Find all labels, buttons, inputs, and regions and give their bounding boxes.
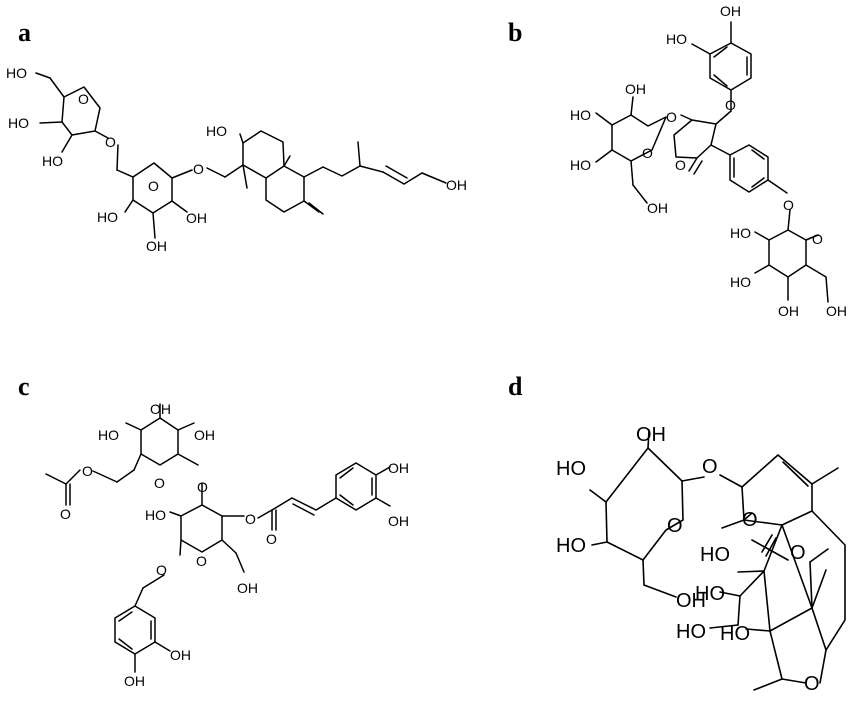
- label-oh: OH: [186, 210, 207, 226]
- label-ho: HO: [570, 157, 591, 173]
- label-o: O: [812, 231, 823, 247]
- label-ho: HO: [695, 583, 725, 605]
- label-ho: HO: [145, 507, 166, 523]
- molecule-b-bonds: [595, 21, 829, 303]
- label-oh: OH: [676, 590, 706, 612]
- label-ho: HO: [98, 427, 119, 443]
- label-o: O: [725, 97, 736, 113]
- label-ho: HO: [97, 209, 118, 225]
- label-o: O: [245, 511, 256, 527]
- label-o: O: [790, 542, 806, 564]
- label-o: O: [804, 673, 820, 695]
- label-o: O: [156, 562, 167, 578]
- panel-label-a: a: [18, 18, 31, 47]
- label-oh: OH: [388, 513, 409, 529]
- label-oh: OH: [124, 673, 145, 689]
- label-o: O: [154, 475, 165, 491]
- label-o: O: [666, 109, 677, 125]
- label-ho: HO: [8, 115, 29, 131]
- label-o: O: [60, 506, 71, 522]
- label-ho: HO: [676, 621, 706, 643]
- label-oh: OH: [194, 427, 215, 443]
- label-ho: HO: [206, 123, 227, 139]
- label-ho: HO: [556, 535, 586, 557]
- label-oh: OH: [625, 81, 646, 97]
- label-o: O: [196, 553, 207, 569]
- label-oh: OH: [720, 3, 741, 19]
- label-o: O: [82, 463, 93, 479]
- label-ho: HO: [6, 65, 27, 81]
- label-o: O: [78, 91, 89, 107]
- label-o: O: [742, 509, 758, 531]
- label-ho: HO: [42, 153, 63, 169]
- label-ho: HO: [666, 31, 687, 47]
- label-oh: OH: [446, 177, 467, 193]
- label-oh: OH: [636, 424, 666, 446]
- label-oh: OH: [647, 200, 668, 216]
- label-o: O: [783, 197, 794, 213]
- label-oh: OH: [170, 647, 191, 663]
- atom-labels: HO HO HO O O O O HO OH OH HO OH OH HO OH…: [6, 3, 847, 695]
- label-o: O: [197, 479, 208, 495]
- label-o: O: [105, 134, 116, 150]
- label-ho: HO: [700, 544, 730, 566]
- panel-label-c: c: [18, 372, 30, 401]
- label-ho: HO: [730, 274, 751, 290]
- label-o: O: [702, 456, 718, 478]
- label-oh: OH: [237, 580, 258, 596]
- label-o: O: [266, 531, 277, 547]
- label-o: O: [667, 515, 683, 537]
- label-oh: OH: [388, 460, 409, 476]
- label-o: O: [148, 178, 159, 194]
- label-oh: OH: [778, 303, 799, 319]
- panel-label-d: d: [508, 372, 523, 401]
- label-oh: OH: [150, 401, 171, 417]
- label-oh: OH: [826, 303, 847, 319]
- molecule-c-bonds: [45, 403, 391, 673]
- label-ho: HO: [730, 225, 751, 241]
- label-o: O: [193, 161, 204, 177]
- label-ho: HO: [556, 458, 586, 480]
- panel-label-b: b: [508, 18, 523, 47]
- label-ho: HO: [570, 107, 591, 123]
- molecule-d-bonds: [589, 429, 846, 691]
- label-ho: HO: [720, 623, 750, 645]
- molecule-a-bonds: [35, 72, 447, 239]
- label-oh: OH: [146, 238, 167, 254]
- label-o: O: [675, 157, 686, 173]
- label-o: O: [642, 145, 653, 161]
